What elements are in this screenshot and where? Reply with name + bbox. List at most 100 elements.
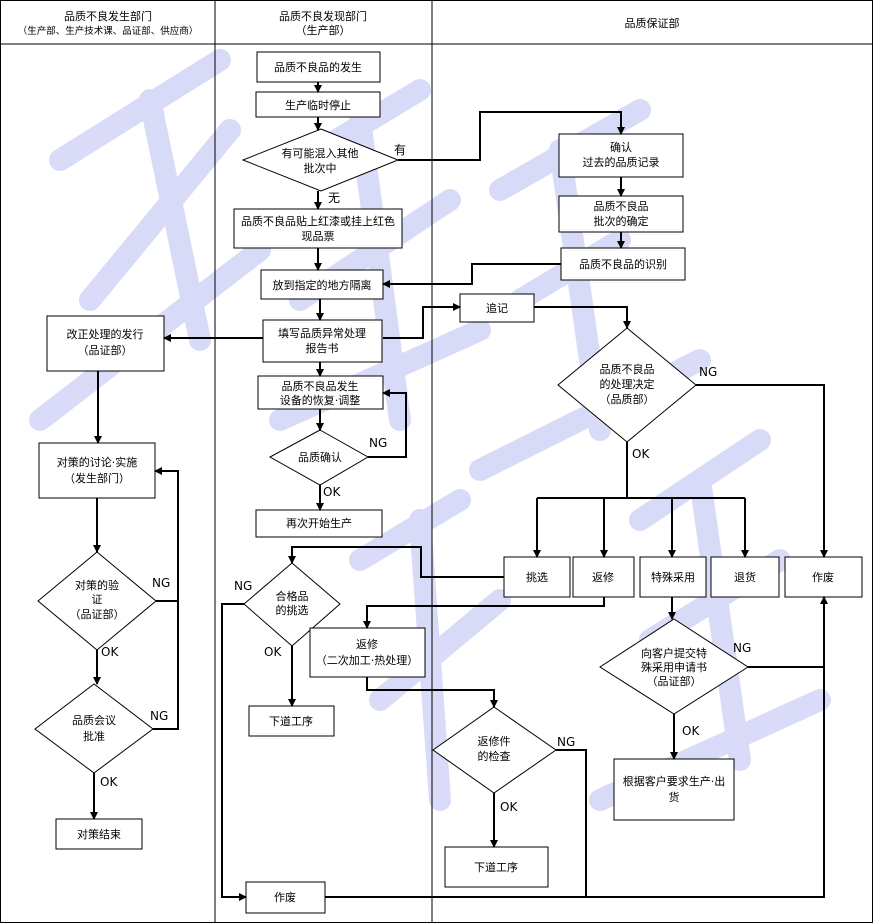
label-mix-2: 批次中 <box>304 161 337 175</box>
col2-title: 品质不良发现部门 <box>279 9 367 23</box>
label-report-2: 报告书 <box>306 341 339 355</box>
label-stop: 生产临时停止 <box>285 98 351 112</box>
node-report <box>262 319 383 363</box>
label-recover-2: 设备的恢复·调整 <box>280 393 361 407</box>
node-return <box>710 556 780 598</box>
label-ng-qualified: NG <box>234 579 252 593</box>
label-apply-3: （品证部） <box>647 674 702 688</box>
node-labels: 品质不良品的发生 生产临时停止 有可能混入其他 批次中 品质不良品贴上红漆或挂上… <box>57 60 834 904</box>
node-issue <box>46 315 165 372</box>
label-apply-1: 向客户提交特 <box>641 646 707 660</box>
node-sort <box>503 556 571 598</box>
node-repair2 <box>309 627 426 678</box>
label-mark-2: 现品票 <box>302 230 335 243</box>
branch-labels: 有 无 NG OK NG OK NG OK NG OK NG OK NG OK … <box>100 143 751 814</box>
label-recover-1: 品质不良品发生 <box>282 379 359 393</box>
label-ok-decide: OK <box>632 447 650 461</box>
label-verify-2: 证 <box>92 593 103 606</box>
label-end: 对策结束 <box>77 827 121 841</box>
label-next1: 下道工序 <box>269 714 313 728</box>
label-scrap-right: 作废 <box>812 570 834 584</box>
label-mix-1: 有可能混入其他 <box>282 146 359 160</box>
node-mix-decision <box>241 128 400 192</box>
label-occur: 品质不良品的发生 <box>274 60 362 74</box>
label-approve-1: 品质会议 <box>72 714 116 727</box>
label-qualified-2: 的挑选 <box>276 603 309 617</box>
node-next2 <box>444 846 549 888</box>
label-repair: 返修 <box>592 570 614 584</box>
node-discuss <box>38 442 156 499</box>
label-ship-1: 根据客户要求生产·出 <box>623 774 726 788</box>
node-isolate <box>260 269 384 300</box>
node-next1 <box>248 705 335 737</box>
label-issue-2: （品证部） <box>78 343 133 357</box>
label-ng-apply: NG <box>733 641 751 655</box>
node-stop <box>255 91 381 118</box>
label-discuss-1: 对策的讨论·实施 <box>57 455 138 469</box>
label-ok-qualified: OK <box>264 645 282 659</box>
label-ng-decide: NG <box>699 365 717 379</box>
label-identify: 品质不良品的识别 <box>579 257 667 271</box>
label-ok-verify: OK <box>101 645 119 659</box>
label-qualified-1: 合格品 <box>276 589 309 603</box>
label-ng-confirm: NG <box>369 436 387 450</box>
label-next2: 下道工序 <box>474 860 518 874</box>
label-repair2-2: （二次加工·热处理） <box>316 653 419 667</box>
label-batch-1: 品质不良品 <box>594 199 649 213</box>
label-issue-1: 改正处理的发行 <box>67 327 144 341</box>
node-ship <box>613 758 735 821</box>
label-yes: 有 <box>394 143 406 157</box>
label-ok-confirm: OK <box>323 485 341 499</box>
label-ok-inspect: OK <box>500 800 518 814</box>
label-ok-approve: OK <box>100 775 118 789</box>
connectors <box>90 82 828 901</box>
node-recover <box>257 375 384 410</box>
label-ng-inspect: NG <box>557 735 575 749</box>
label-ng-verify: NG <box>152 576 170 590</box>
label-mark-1: 品质不良品贴上红漆或挂上红色 <box>241 214 395 228</box>
label-no: 无 <box>328 191 340 205</box>
label-special: 特殊采用 <box>651 570 695 584</box>
label-decide-2: 的处理决定 <box>600 377 655 391</box>
label-isolate: 放到指定的地方隔离 <box>273 278 372 292</box>
node-occur <box>256 51 381 83</box>
node-scrap-bottom <box>245 881 326 914</box>
col2-subtitle: （生产部） <box>296 23 351 37</box>
label-discuss-2: （发生部门） <box>64 471 130 485</box>
label-report-1: 填写品质异常处理 <box>278 326 366 340</box>
label-trace: 追记 <box>486 301 508 315</box>
label-ship-2: 货 <box>669 790 680 804</box>
label-batch-2: 批次的确定 <box>594 214 649 228</box>
label-record-1: 确认 <box>610 141 632 154</box>
label-decide-3: （品质部） <box>600 392 655 406</box>
label-apply-2: 殊采用申请书 <box>641 660 707 674</box>
label-approve-2: 批准 <box>83 729 105 743</box>
label-scrap-bottom: 作废 <box>274 890 296 904</box>
label-inspect-1: 返修件 <box>478 734 511 748</box>
col3-title: 品质保证部 <box>625 16 680 30</box>
column-headers: 品质不良发生部门 （生产部、生产技术课、品证部、供应商） 品质不良发现部门 （生… <box>18 9 680 37</box>
label-ng-approve: NG <box>150 709 168 723</box>
label-inspect-2: 的检查 <box>478 749 511 763</box>
label-verify-1: 对策的验 <box>75 578 119 592</box>
node-restart <box>255 509 383 538</box>
node-end <box>55 818 143 850</box>
node-repair <box>572 556 635 598</box>
label-sort: 挑选 <box>526 570 548 584</box>
label-decide-1: 品质不良品 <box>600 362 655 376</box>
label-repair2-1: 返修 <box>356 637 378 651</box>
label-ok-apply: OK <box>682 724 700 738</box>
label-record-2: 过去的品质记录 <box>583 155 660 169</box>
label-return: 退货 <box>734 570 756 584</box>
node-approve-decision <box>34 683 154 774</box>
node-record <box>558 133 684 178</box>
node-mark <box>233 208 403 249</box>
label-restart: 再次开始生产 <box>286 516 352 530</box>
label-verify-3: （品证部） <box>70 607 125 621</box>
col1-title: 品质不良发生部门 <box>64 9 152 23</box>
shapes <box>34 51 863 914</box>
node-trace <box>459 293 535 323</box>
col1-subtitle: （生产部、生产技术课、品证部、供应商） <box>18 25 199 37</box>
label-confirm: 品质确认 <box>298 451 342 464</box>
